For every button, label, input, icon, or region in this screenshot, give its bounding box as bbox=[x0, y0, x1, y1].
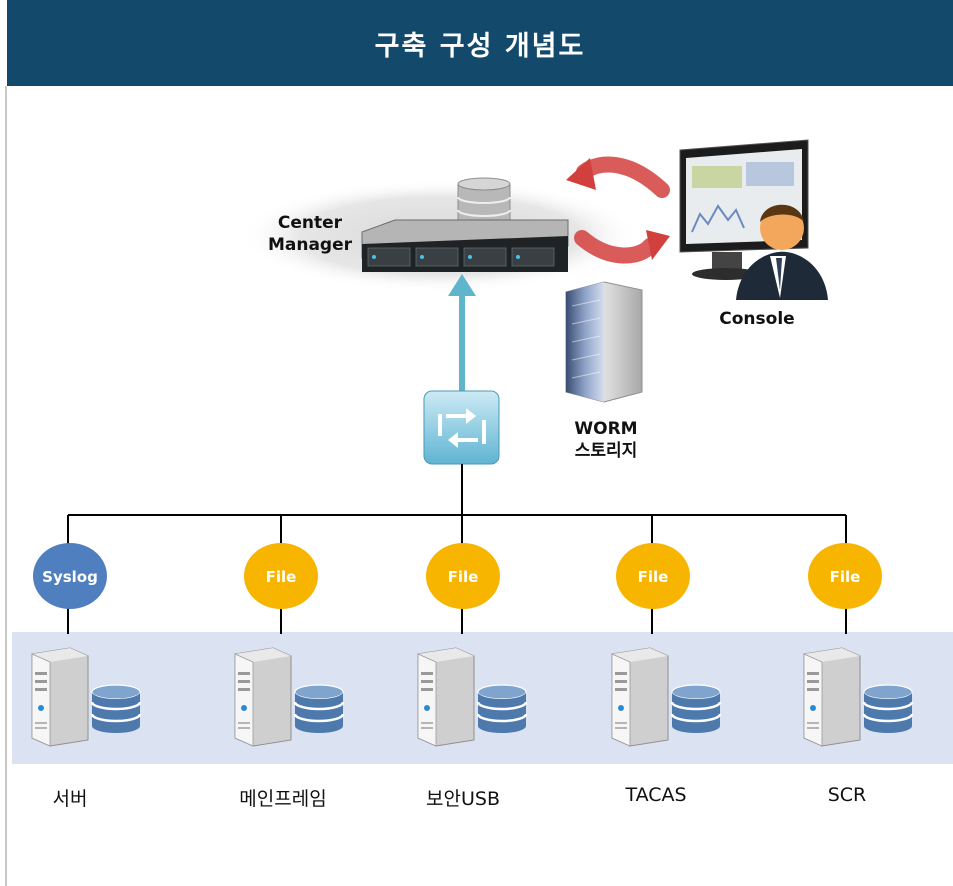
header-bar: 구축 구성 개념도 bbox=[7, 0, 953, 86]
scr-icon bbox=[803, 647, 914, 747]
server-icon bbox=[31, 647, 142, 747]
worm-storage-icon bbox=[565, 281, 643, 403]
source-label-tacas: TACAS bbox=[625, 784, 687, 806]
console-label: Console bbox=[719, 309, 795, 329]
badge-label: File bbox=[448, 568, 479, 586]
security-usb-icon bbox=[417, 647, 528, 747]
center-manager-line2: Manager bbox=[267, 235, 353, 255]
network-switch-icon bbox=[423, 390, 500, 465]
source-badge-file-1: File bbox=[244, 543, 318, 609]
database-icon bbox=[457, 177, 511, 231]
page-title: 구축 구성 개념도 bbox=[374, 30, 586, 62]
source-label-mainframe: 메인프레임 bbox=[239, 788, 327, 810]
user-icon bbox=[736, 204, 828, 300]
left-divider bbox=[5, 86, 7, 886]
center-manager-label: Center Manager bbox=[250, 212, 370, 256]
mainframe-icon bbox=[234, 647, 345, 747]
source-badge-file-4: File bbox=[808, 543, 882, 609]
source-badge-file-3: File bbox=[616, 543, 690, 609]
upload-arrow bbox=[448, 274, 476, 392]
source-label-server: 서버 bbox=[52, 788, 88, 810]
worm-storage-line2: 스토리지 bbox=[574, 441, 638, 461]
center-manager-line1: Center bbox=[277, 213, 343, 233]
source-badge-syslog: Syslog bbox=[33, 543, 107, 609]
badge-label: Syslog bbox=[42, 568, 98, 586]
badge-label: File bbox=[638, 568, 669, 586]
worm-storage-label: WORM 스토리지 bbox=[546, 418, 666, 462]
worm-storage-line1: WORM bbox=[574, 419, 638, 439]
source-label-security-usb: 보안USB bbox=[426, 788, 500, 810]
badge-label: File bbox=[266, 568, 297, 586]
source-badge-file-2: File bbox=[426, 543, 500, 609]
sync-arrows-icon bbox=[566, 156, 670, 264]
tacas-icon bbox=[611, 647, 722, 747]
rack-server-icon bbox=[361, 219, 569, 272]
source-label-scr: SCR bbox=[827, 784, 867, 806]
badge-label: File bbox=[830, 568, 861, 586]
